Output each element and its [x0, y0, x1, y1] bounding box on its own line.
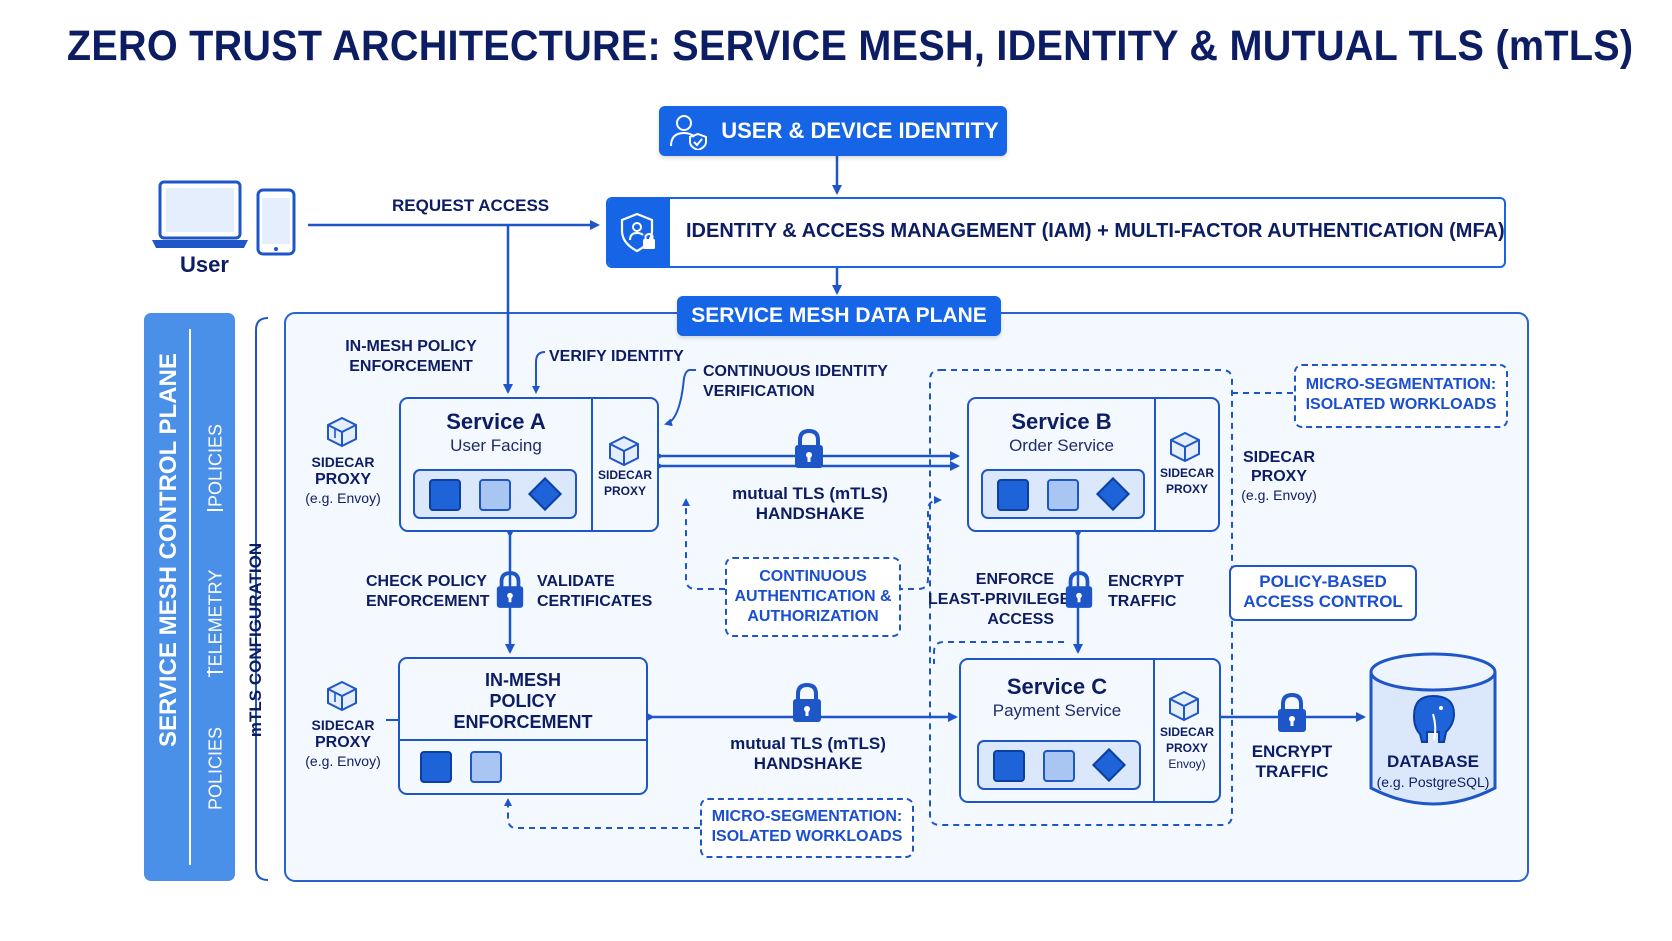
- control-plane-policies-top: POLICIES: [205, 423, 226, 508]
- elephant-icon: [1412, 694, 1456, 743]
- micro-segmentation-top-box: MICRO-SEGMENTATION:ISOLATED WORKLOADS: [1294, 364, 1508, 428]
- cp-sep-1: [207, 509, 223, 511]
- control-plane-policies-bottom: POLICIES: [205, 726, 226, 811]
- cp-sep-2: [207, 671, 223, 673]
- mtls-top-label: mutual TLS (mTLS)HANDSHAKE: [732, 484, 888, 523]
- workload-square: [1043, 750, 1075, 782]
- lock-icon: [792, 428, 826, 475]
- service-a-workloads: [413, 469, 577, 519]
- mtls-bottom-label: mutual TLS (mTLS)HANDSHAKE: [730, 734, 886, 773]
- cube-icon: [325, 680, 359, 717]
- workload-diamond: [528, 477, 562, 511]
- workload-square: [420, 751, 452, 783]
- lock-icon: [1275, 692, 1309, 739]
- cube-icon: [1167, 690, 1201, 727]
- lock-icon: [494, 570, 526, 615]
- service-b-title: Service B: [1011, 409, 1112, 434]
- lock-icon: [1063, 570, 1095, 615]
- shield-lock-icon: [608, 199, 670, 266]
- verify-identity-label: VERIFY IDENTITY: [549, 348, 684, 365]
- control-plane-divider: [189, 329, 191, 865]
- user-device-identity-box: USER & DEVICE IDENTITY: [659, 106, 1007, 156]
- workload-square: [429, 479, 461, 511]
- user-shield-icon: [667, 112, 709, 152]
- micro-segmentation-bottom-box: MICRO-SEGMENTATION:ISOLATED WORKLOADS: [700, 798, 914, 858]
- user-device-identity-label: USER & DEVICE IDENTITY: [721, 118, 999, 143]
- service-c-title: Service C: [1006, 674, 1108, 699]
- database: [1368, 650, 1498, 810]
- mtls-configuration-label: mTLS CONFIGURATION: [246, 542, 265, 738]
- service-b-workloads: [981, 469, 1145, 519]
- request-access-label: REQUEST ACCESS: [392, 196, 550, 215]
- database-icon: [1369, 652, 1497, 806]
- service-c-workloads: [977, 740, 1141, 790]
- laptop-icon: [152, 180, 296, 256]
- service-c-subtitle: Payment Service: [992, 701, 1122, 720]
- service-a-title: Service A: [446, 409, 546, 434]
- cube-icon: [607, 435, 641, 472]
- control-plane-title: SERVICE MESH CONTROL PLANE: [155, 353, 182, 747]
- cube-icon: [325, 416, 359, 453]
- service-b-subtitle: Order Service: [1009, 436, 1114, 455]
- service-a-subtitle: User Facing: [450, 436, 542, 455]
- user-label: User: [180, 252, 229, 277]
- workload-diamond: [1096, 477, 1130, 511]
- data-plane-label: SERVICE MESH DATA PLANE: [677, 296, 1001, 336]
- control-plane-telemetry: TELEMETRY: [205, 569, 226, 678]
- workload-square: [997, 479, 1029, 511]
- page-title: ZERO TRUST ARCHITECTURE: SERVICE MESH, I…: [66, 22, 1634, 70]
- workload-square: [470, 751, 502, 783]
- workload-square: [1047, 479, 1079, 511]
- workload-diamond: [1092, 748, 1126, 782]
- iam-label: IDENTITY & ACCESS MANAGEMENT (IAM) + MUL…: [686, 220, 1505, 242]
- lock-icon: [790, 682, 824, 729]
- database-subtitle: (e.g. PostgreSQL): [1376, 774, 1490, 790]
- iam-box: IDENTITY & ACCESS MANAGEMENT (IAM) + MUL…: [606, 197, 1506, 268]
- control-plane-panel: SERVICE MESH CONTROL PLANE POLICIES TELE…: [144, 313, 235, 881]
- user-devices: [152, 180, 298, 260]
- workload-square: [479, 479, 511, 511]
- cube-icon: [1168, 431, 1202, 468]
- workload-square: [993, 750, 1025, 782]
- database-title: DATABASE: [1387, 752, 1479, 771]
